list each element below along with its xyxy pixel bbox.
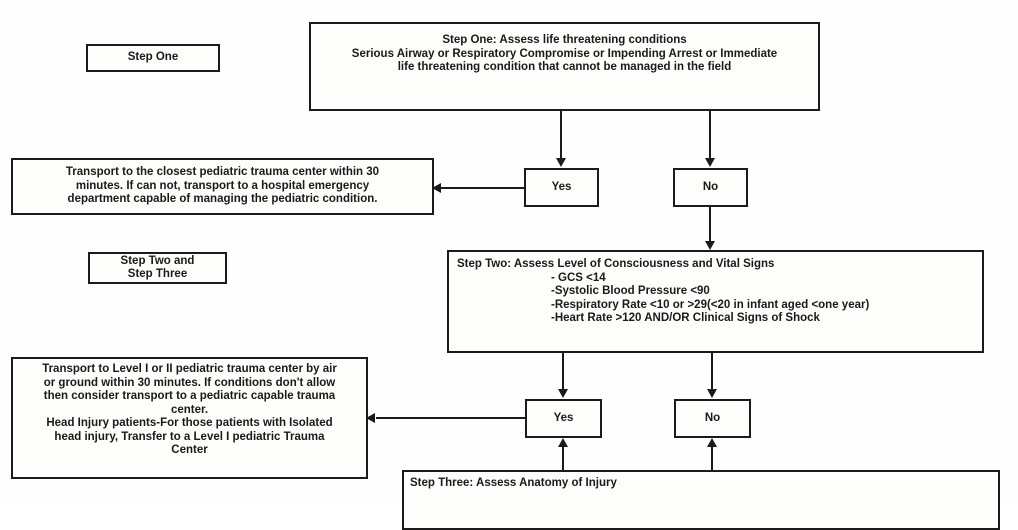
arrow-yes-one-to-transport xyxy=(432,183,441,193)
step-three-heading: Step Three: Assess Anatomy of Injury xyxy=(410,477,617,489)
connector-yes-two-to-transport xyxy=(376,417,526,419)
decision-one-yes-box[interactable]: Yes xyxy=(524,168,599,207)
transport-destination-box-two: Transport to Level I or II pediatric tra… xyxy=(11,357,368,479)
arrow-step-two-to-no xyxy=(707,389,717,398)
step-two-item-heart-rate: -Heart Rate >120 AND/OR Clinical Signs o… xyxy=(551,312,820,324)
step-one-label-text: Step One xyxy=(127,51,179,64)
connector-no-one-to-step-two xyxy=(709,207,711,242)
transport-two-line-7: Center xyxy=(171,444,208,456)
step-one-criteria-box: Step One: Assess life threatening condit… xyxy=(309,22,820,111)
step-two-three-label-line-1: Step Two and xyxy=(120,254,195,267)
connector-yes-one-to-transport xyxy=(441,187,525,189)
flowchart-canvas: Step One Step One: Assess life threateni… xyxy=(11,22,1000,530)
decision-one-no-label: No xyxy=(702,180,719,193)
step-two-three-label-line-2: Step Three xyxy=(127,268,188,280)
transport-two-line-2: or ground within 30 minutes. If conditio… xyxy=(43,376,336,389)
step-two-item-gcs: - GCS <14 xyxy=(551,271,606,284)
step-one-label-box: Step One xyxy=(86,44,220,72)
decision-one-no-box[interactable]: No xyxy=(673,168,748,207)
transport-two-line-3: then consider transport to a pediatric c… xyxy=(43,390,336,402)
connector-step-two-to-no xyxy=(711,353,713,390)
step-three-criteria-box: Step Three: Assess Anatomy of Injury xyxy=(402,470,1000,530)
connector-step-one-to-no xyxy=(709,111,711,159)
step-one-body-line-2: life threatening condition that cannot b… xyxy=(397,61,732,73)
decision-two-no-label: No xyxy=(704,411,721,424)
decision-one-yes-label: Yes xyxy=(551,180,572,193)
step-two-heading: Step Two: Assess Level of Consciousness … xyxy=(457,258,775,270)
arrow-step-two-to-yes xyxy=(558,389,568,398)
transport-two-line-1: Transport to Level I or II pediatric tra… xyxy=(42,363,337,375)
decision-two-yes-box[interactable]: Yes xyxy=(525,399,602,438)
arrow-step-one-to-yes xyxy=(556,158,566,167)
step-one-body-line-1: Serious Airway or Respiratory Compromise… xyxy=(351,47,778,60)
arrow-step-three-to-no xyxy=(707,438,717,447)
transport-destination-box-one: Transport to the closest pediatric traum… xyxy=(11,158,434,215)
decision-two-yes-label: Yes xyxy=(553,411,574,424)
step-two-three-label-box: Step Two and Step Three xyxy=(88,252,227,284)
decision-two-no-box[interactable]: No xyxy=(674,399,751,438)
arrow-no-one-to-step-two xyxy=(705,241,715,250)
arrow-step-three-to-yes xyxy=(558,438,568,447)
transport-one-line-3: department capable of managing the pedia… xyxy=(67,193,378,206)
transport-two-line-6: head injury, Transfer to a Level I pedia… xyxy=(54,430,325,443)
step-two-item-systolic-bp: -Systolic Blood Pressure <90 xyxy=(551,285,710,297)
transport-two-line-5: Head Injury patients-For those patients … xyxy=(46,417,333,429)
arrow-step-one-to-no xyxy=(705,158,715,167)
step-one-heading: Step One: Assess life threatening condit… xyxy=(442,34,687,46)
connector-step-one-to-yes xyxy=(560,111,562,159)
connector-step-two-to-yes xyxy=(562,353,564,390)
transport-two-line-4: center. xyxy=(170,403,209,416)
transport-one-line-1: Transport to the closest pediatric traum… xyxy=(65,166,380,179)
arrow-yes-two-to-transport xyxy=(366,413,375,423)
transport-one-line-2: minutes. If can not, transport to a hosp… xyxy=(75,179,370,192)
step-two-item-respiratory-rate: -Respiratory Rate <10 or >29(<20 in infa… xyxy=(551,298,870,311)
step-two-criteria-box: Step Two: Assess Level of Consciousness … xyxy=(447,250,984,353)
